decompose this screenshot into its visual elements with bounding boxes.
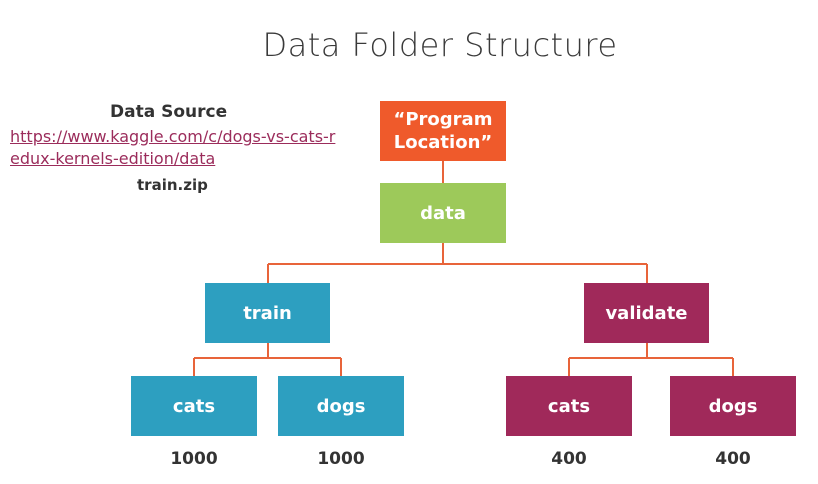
program-location-node: “Program Location”: [380, 101, 506, 161]
train-cats-folder-node: cats: [131, 376, 257, 436]
data-source-file: train.zip: [137, 176, 208, 194]
train-dogs-folder-node: dogs: [278, 376, 404, 436]
page-title: Data Folder Structure: [262, 26, 618, 64]
validate-dogs-count: 400: [715, 449, 751, 469]
data-source-link[interactable]: https://www.kaggle.com/c/dogs-vs-cats-re…: [10, 127, 336, 168]
validate-cats-count: 400: [551, 449, 587, 469]
train-dogs-count: 1000: [317, 449, 365, 469]
validate-cats-folder-node: cats: [506, 376, 632, 436]
data-source-heading: Data Source: [110, 102, 228, 122]
validate-folder-node: validate: [584, 283, 709, 343]
train-cats-count: 1000: [170, 449, 218, 469]
validate-dogs-folder-node: dogs: [670, 376, 796, 436]
train-folder-node: train: [205, 283, 330, 343]
data-folder-node: data: [380, 183, 506, 243]
